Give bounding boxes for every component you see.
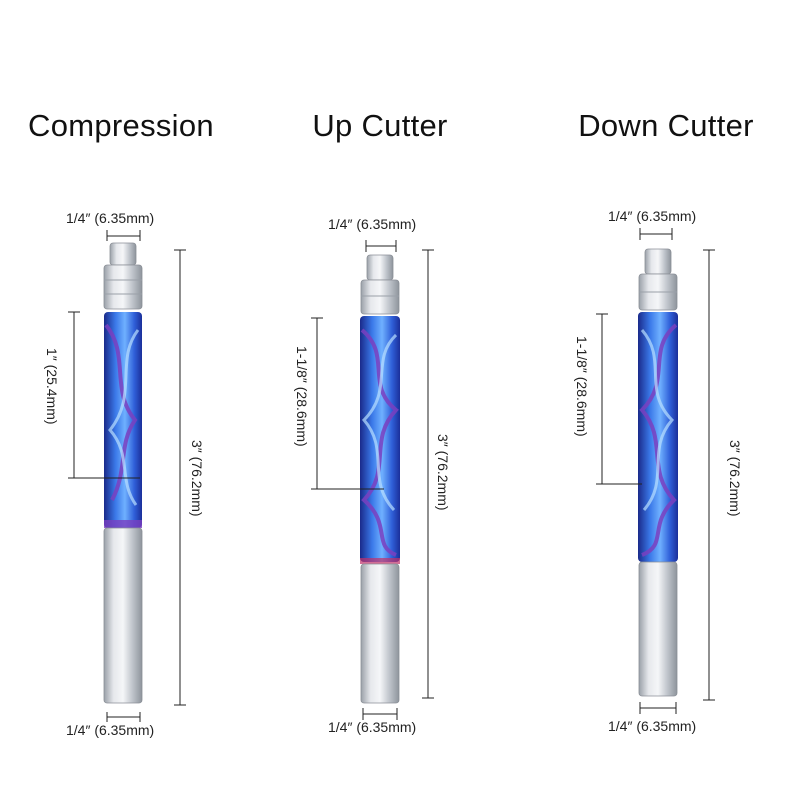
bearing (366, 254, 394, 281)
up-cutter-overall-label: 3″ (76.2mm) (435, 434, 451, 511)
inch-value: 1/4″ (608, 718, 633, 734)
shank (103, 527, 143, 704)
down-cutter-cut-length-label: 1-1/8″ (28.6mm) (574, 336, 590, 437)
inch-value: 1/4″ (328, 216, 353, 232)
bearing (644, 248, 672, 275)
down-cutter-shank-bottom-label: 1/4″ (6.35mm) (608, 718, 696, 734)
mm-value: (6.35mm) (636, 718, 697, 734)
inch-value: 3″ (435, 434, 451, 447)
inch-value: 1/4″ (66, 722, 91, 738)
inch-value: 1-1/8″ (294, 346, 310, 383)
up-cutter-cut-length-label: 1-1/8″ (28.6mm) (294, 346, 310, 447)
down-cutter-shank-top-label: 1/4″ (6.35mm) (608, 208, 696, 224)
inch-value: 1/4″ (328, 719, 353, 735)
down-cutter-overall-label: 3″ (76.2mm) (727, 440, 743, 517)
mm-value: (76.2mm) (435, 450, 451, 511)
inch-value: 1/4″ (66, 210, 91, 226)
compression-bit (103, 242, 143, 704)
shank (638, 561, 678, 697)
inch-value: 1-1/8″ (574, 336, 590, 373)
inch-value: 3″ (189, 440, 205, 453)
up-cutter-bit (360, 254, 400, 704)
flute-body (638, 312, 678, 562)
compression-overall-label: 3″ (76.2mm) (189, 440, 205, 517)
compression-cut-length-label: 1″ (25.4mm) (44, 348, 60, 425)
down-cutter-bit (638, 248, 678, 697)
up-cutter-shank-top-label: 1/4″ (6.35mm) (328, 216, 416, 232)
mm-value: (25.4mm) (44, 364, 60, 425)
mm-value: (76.2mm) (727, 456, 743, 517)
compression-shank-top-label: 1/4″ (6.35mm) (66, 210, 154, 226)
inch-value: 1/4″ (608, 208, 633, 224)
mm-value: (6.35mm) (94, 722, 155, 738)
mm-value: (28.6mm) (294, 386, 310, 447)
mm-value: (6.35mm) (94, 210, 155, 226)
bearing (109, 242, 137, 266)
title-down-cutter: Down Cutter (578, 108, 754, 143)
mm-value: (6.35mm) (356, 216, 417, 232)
title-compression: Compression (28, 108, 214, 143)
mm-value: (6.35mm) (356, 719, 417, 735)
mm-value: (6.35mm) (636, 208, 697, 224)
mm-value: (76.2mm) (189, 456, 205, 517)
inch-value: 1″ (44, 348, 60, 361)
up-cutter-shank-bottom-label: 1/4″ (6.35mm) (328, 719, 416, 735)
compression-shank-bottom-label: 1/4″ (6.35mm) (66, 722, 154, 738)
mm-value: (28.6mm) (574, 376, 590, 437)
shank (360, 563, 400, 704)
flute-body (104, 312, 142, 528)
inch-value: 3″ (727, 440, 743, 453)
dimension-lines (68, 228, 715, 722)
title-up-cutter: Up Cutter (312, 108, 448, 143)
